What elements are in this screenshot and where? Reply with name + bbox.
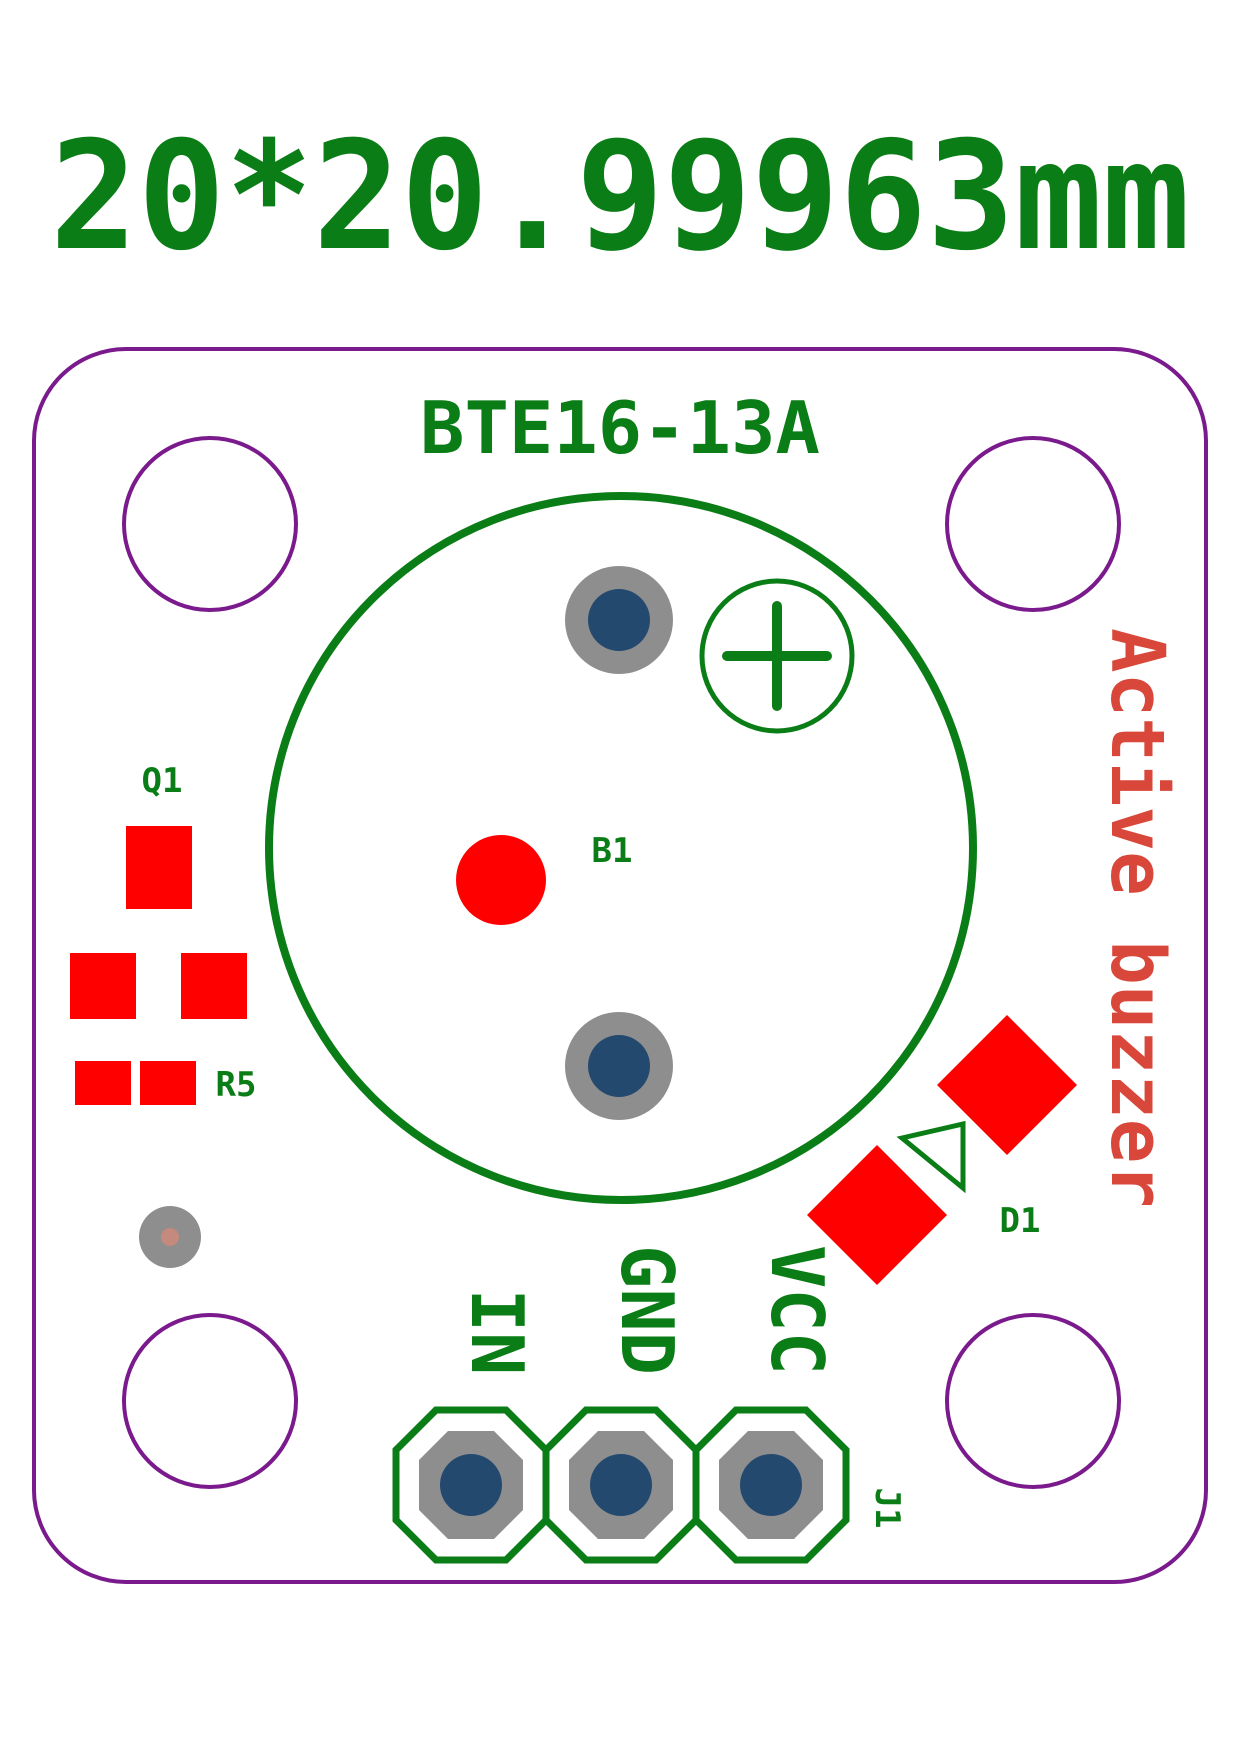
buzzer-outline (265, 492, 977, 1204)
header-drill-1 (440, 1454, 502, 1516)
header-drill-2 (590, 1454, 652, 1516)
r5-pad-right (140, 1061, 196, 1105)
buzzer-center-marker (456, 835, 546, 925)
pin-label-gnd: GND (605, 1245, 689, 1375)
header-pin-outline-2 (542, 1406, 700, 1564)
label-d1: D1 (1000, 1201, 1041, 1241)
q1-pad-top (126, 826, 192, 909)
label-j1: J1 (867, 1488, 907, 1529)
pin-label-vcc: VCC (755, 1245, 839, 1375)
mounting-hole-top-right (945, 436, 1121, 612)
d1-pad-lower (807, 1145, 947, 1285)
mounting-hole-top-left (122, 436, 298, 612)
board-outline (32, 347, 1208, 1584)
board-part-label: BTE16-13A (420, 386, 820, 470)
header-pin-outline-1 (392, 1406, 550, 1564)
buzzer-pad-negative (565, 1012, 673, 1120)
side-label: Active buzzer (1094, 628, 1180, 1208)
pin-label-in: IN (455, 1289, 539, 1376)
q1-pad-left (70, 953, 136, 1019)
label-r5: R5 (216, 1065, 257, 1105)
label-b1: B1 (592, 831, 633, 871)
header-j1 (392, 1406, 850, 1564)
mounting-hole-bottom-left (122, 1313, 298, 1489)
diode-symbol-icon (896, 1120, 966, 1194)
header-pin-outline-3 (692, 1406, 850, 1564)
via (139, 1206, 201, 1268)
header-drill-3 (740, 1454, 802, 1516)
d1-pad-upper (937, 1015, 1077, 1155)
label-q1: Q1 (142, 761, 183, 801)
q1-pad-right (181, 953, 247, 1019)
buzzer-pad-positive (565, 566, 673, 674)
dimension-label: 20*20.99963mm (50, 110, 1190, 284)
mounting-hole-bottom-right (945, 1313, 1121, 1489)
r5-pad-left (75, 1061, 131, 1105)
polarity-plus-icon (699, 578, 855, 734)
